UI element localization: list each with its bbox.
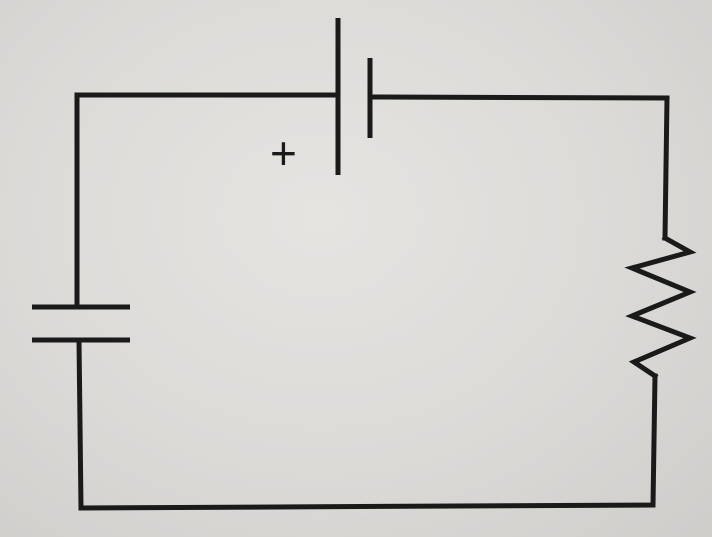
battery-icon [335, 18, 373, 175]
wire-right-bottom [76, 337, 658, 511]
wire-top-left [74, 92, 340, 310]
capacitor-icon [32, 304, 130, 343]
wire-top-right [367, 94, 670, 241]
circuit-wires [74, 92, 670, 511]
resistor-icon [624, 234, 697, 380]
battery-polarity-label: + [270, 127, 297, 179]
